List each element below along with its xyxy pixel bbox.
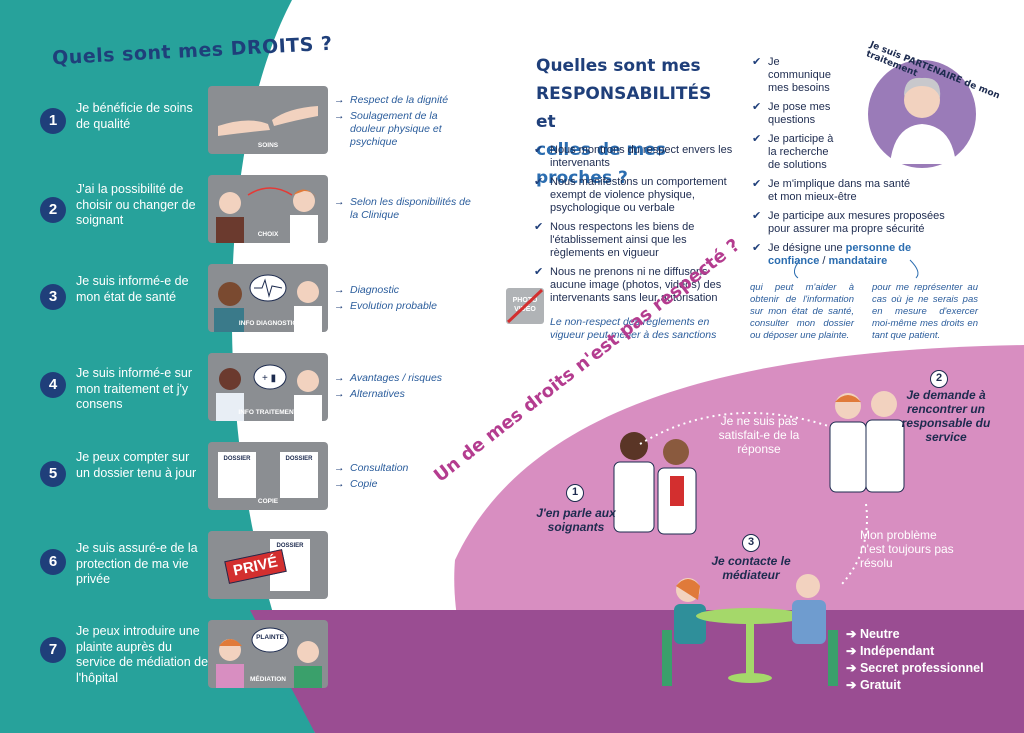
partner-portrait xyxy=(868,60,976,168)
check-item: Je m'implique dans ma santé et mon mieux… xyxy=(752,178,922,204)
responsibilities-list: Nous montrons du respect envers les inte… xyxy=(534,144,734,311)
step-3-label: Je contacte le médiateur xyxy=(711,554,791,582)
illustration-copie: DOSSIER DOSSIER COPIE xyxy=(208,442,328,510)
check-item: Nous manifestons un comportement exempt … xyxy=(534,176,734,215)
diagnostic-icon xyxy=(214,274,322,332)
step-3-number: 3 xyxy=(742,534,760,552)
right-number-7: 7 xyxy=(40,637,66,663)
dotted-arrow-1 xyxy=(639,412,841,445)
right-number-2: 2 xyxy=(40,197,66,223)
right-text-5: Je peux compter sur un dossier tenu à jo… xyxy=(76,450,197,480)
illustration-prive: DOSSIER PRIVÉ xyxy=(208,531,328,599)
illustration-mediation: PLAINTE MÉDIATION xyxy=(208,620,328,688)
step-2-label: Je demande à rencontrer un responsable d… xyxy=(901,388,991,444)
illustration-info-traitement: + ▮ INFO TRAITEMENT xyxy=(208,353,328,421)
bullet-item: Diagnostic xyxy=(334,284,474,297)
arrows-note xyxy=(794,259,919,279)
caregivers-illustration xyxy=(613,432,697,535)
bullet-item: Soulagement de la douleur physique et ps… xyxy=(334,110,474,149)
bullet-item: Consultation xyxy=(334,462,474,475)
quality-item: Gratuit xyxy=(846,677,984,694)
card-label-copie: COPIE xyxy=(257,498,279,505)
dossier-doc: DOSSIER xyxy=(270,539,310,591)
patient-doctor-icon xyxy=(216,187,318,243)
check-item: Je pose mes questions xyxy=(752,101,842,127)
dossier-doc-1: DOSSIER xyxy=(218,452,256,498)
prohibited-icon xyxy=(506,288,544,324)
step-2-number: 2 xyxy=(930,370,948,388)
right-text-6: Je suis assuré-e de la protection de ma … xyxy=(76,541,198,586)
note-confiance: qui peut m'aider à obtenir de l'informat… xyxy=(750,282,854,341)
personne-de-confiance: personne de confiance xyxy=(768,242,912,267)
right-number-4: 4 xyxy=(40,372,66,398)
title-line-2: RESPONSABILITÉS et xyxy=(536,84,712,132)
check-item-with-photo: Nous ne prenons ni ne diffusons aucune i… xyxy=(534,266,734,305)
plainte-bubble: PLAINTE xyxy=(256,634,284,641)
bullet-item: Copie xyxy=(334,478,474,491)
title-line-1: Quelles sont mes xyxy=(536,56,701,76)
right-text-3: Je suis informé-e de mon état de santé xyxy=(76,274,189,304)
bullet-item: Alternatives xyxy=(334,388,474,401)
check-item: Je participe à la recherche de solutions xyxy=(752,133,842,172)
not-satisfied-text: Je ne suis pas satisfait-e de la réponse xyxy=(718,414,800,456)
card-label-soins: SOINS xyxy=(257,142,279,149)
designate-separator: / xyxy=(819,255,829,267)
partner-checks: Je communique mes besoins Je pose mes qu… xyxy=(752,56,952,274)
designate-prefix: Je désigne une xyxy=(768,242,846,254)
illustration-info-diagnostic: INFO DIAGNOSTIC xyxy=(208,264,328,332)
bullet-item: Respect de la dignité xyxy=(334,94,474,107)
mandataire: mandataire xyxy=(828,255,888,267)
right-number-6: 6 xyxy=(40,549,66,575)
managers-illustration xyxy=(829,391,905,493)
svg-text:+ ▮: + ▮ xyxy=(262,373,276,384)
check-item: Je participe aux mesures proposées pour … xyxy=(752,210,952,236)
unresolved-text: Mon problème n'est toujours pas résolu xyxy=(860,528,954,570)
treatment-icon: + ▮ xyxy=(216,364,322,421)
right-text-4: Je suis informé-e sur mon traitement et … xyxy=(76,366,193,411)
note-mandataire: pour me représenter au cas où je ne sera… xyxy=(872,282,978,341)
dossier-doc-2: DOSSIER xyxy=(280,452,318,498)
mediation-icon xyxy=(216,627,322,688)
teal-overlap xyxy=(250,610,315,733)
illustration-choix: CHOIX xyxy=(208,175,328,243)
right-number-5: 5 xyxy=(40,461,66,487)
card-label-info-traitement: INFO TRAITEMENT xyxy=(238,409,298,416)
card-label-mediation: MÉDIATION xyxy=(250,676,286,683)
mediator-meeting-illustration xyxy=(662,574,838,686)
right-text-7: Je peux introduire une plainte auprès du… xyxy=(76,624,209,685)
quality-item: Neutre xyxy=(846,626,984,643)
bullets-right-2: Selon les disponibilités de la Clinique xyxy=(334,196,474,225)
right-text-1: Je bénéficie de soins de qualité xyxy=(76,101,193,131)
step-1-number: 1 xyxy=(566,484,584,502)
check-text: Nous ne prenons ni ne diffusons aucune i… xyxy=(550,266,722,304)
bullets-right-3: Diagnostic Evolution probable xyxy=(334,284,474,316)
check-item: Je communique mes besoins xyxy=(752,56,842,95)
illustration-soins: SOINS xyxy=(208,86,328,154)
bullets-right-1: Respect de la dignité Soulagement de la … xyxy=(334,94,474,152)
bullets-right-4: Avantages / risques Alternatives xyxy=(334,372,474,404)
card-label-choix: CHOIX xyxy=(257,231,279,238)
bullet-item: Avantages / risques xyxy=(334,372,474,385)
card-label-info-diagnostic: INFO DIAGNOSTIC xyxy=(238,320,298,327)
photo-video-label: PHOTO VIDÉO xyxy=(512,297,538,313)
right-text-2: J'ai la possibilité de choisir ou change… xyxy=(76,182,196,227)
hands-icon xyxy=(218,106,318,136)
right-number-1: 1 xyxy=(40,108,66,134)
check-item-designate: Je désigne une personne de confiance / m… xyxy=(752,242,952,268)
dotted-arrow-2 xyxy=(841,503,868,585)
bullet-item: Selon les disponibilités de la Clinique xyxy=(334,196,474,222)
step-1-label: J'en parle aux soignants xyxy=(536,506,616,534)
check-item: Nous respectons les biens de l'établisse… xyxy=(534,221,734,260)
check-item: Nous montrons du respect envers les inte… xyxy=(534,144,734,170)
quality-item: Indépendant xyxy=(846,643,984,660)
sanctions-warning: Le non-respect des règlements en vigueur… xyxy=(550,316,717,341)
no-photo-icon: PHOTO VIDÉO xyxy=(506,288,544,324)
bullet-item: Evolution probable xyxy=(334,300,474,313)
mediator-qualities: Neutre Indépendant Secret professionnel … xyxy=(846,626,984,694)
quality-item: Secret professionnel xyxy=(846,660,984,677)
right-number-3: 3 xyxy=(40,284,66,310)
bullets-right-5: Consultation Copie xyxy=(334,462,474,494)
